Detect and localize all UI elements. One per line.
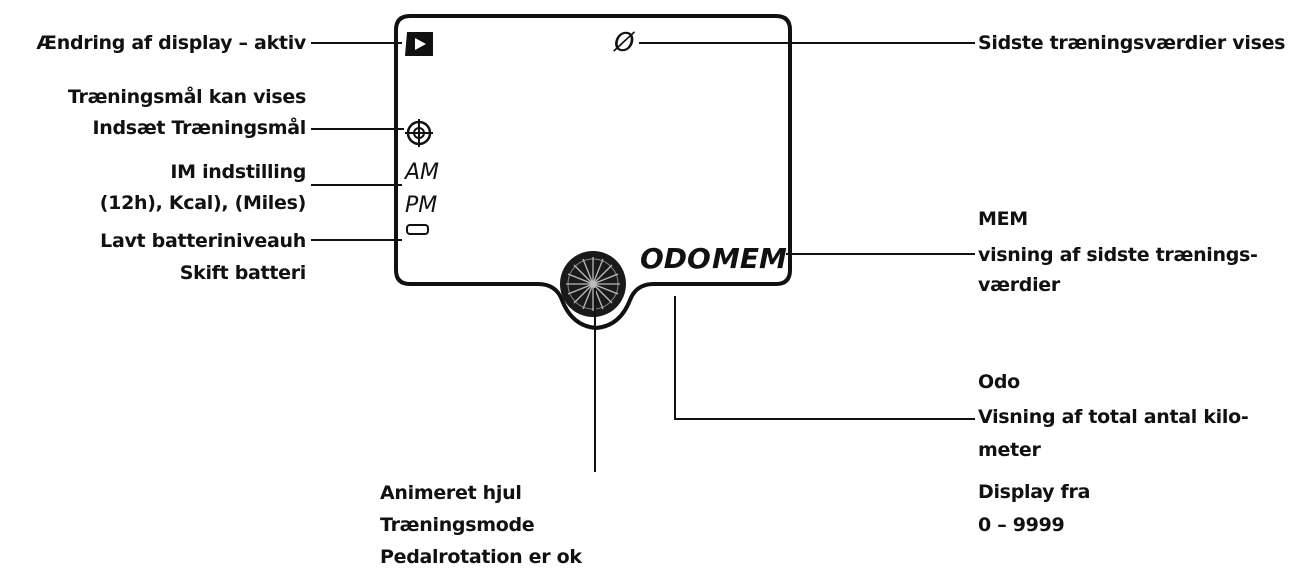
pm-indicator: PM	[405, 193, 438, 218]
label-odo-title: Odo	[978, 371, 1020, 393]
lcd-frame	[394, 14, 792, 331]
label-change-battery: Skift batteri	[179, 262, 307, 284]
average-symbol: Ø	[614, 28, 635, 58]
odo-indicator: ODO	[640, 242, 711, 275]
label-mem-desc-2: værdier	[978, 274, 1060, 296]
label-im-units: (12h), Kcal), (Miles)	[99, 192, 307, 214]
label-wheel-3: Pedalrotation er ok	[380, 546, 582, 568]
label-low-battery: Lavt batteriniveauh	[100, 230, 306, 252]
label-mem-title: MEM	[978, 208, 1028, 230]
display-change-icon	[405, 32, 433, 56]
label-odo-range-1: Display fra	[978, 481, 1091, 503]
leader-lines	[311, 42, 975, 472]
label-im-setting: IM indstilling	[170, 161, 306, 183]
label-goals-shown: Træningsmål kan vises	[67, 86, 306, 108]
label-wheel-1: Animeret hjul	[380, 482, 522, 504]
label-odo-desc-1: Visning af total antal kilo-	[978, 406, 1249, 428]
target-icon	[405, 119, 433, 147]
am-indicator: AM	[405, 160, 440, 185]
battery-icon	[406, 224, 429, 235]
label-insert-goals: Indsæt Træningsmål	[92, 117, 307, 139]
label-display-change: Ændring af display – aktiv	[36, 32, 306, 54]
label-last-values: Sidste træningsværdier vises	[978, 32, 1286, 54]
mem-indicator: MEM	[712, 242, 787, 275]
label-mem-desc-1: visning af sidste trænings-	[978, 244, 1258, 266]
label-wheel-2: Træningsmode	[380, 514, 535, 536]
label-odo-range-2: 0 – 9999	[978, 514, 1065, 536]
label-odo-desc-2: meter	[978, 439, 1041, 461]
wheel-icon	[560, 251, 626, 317]
